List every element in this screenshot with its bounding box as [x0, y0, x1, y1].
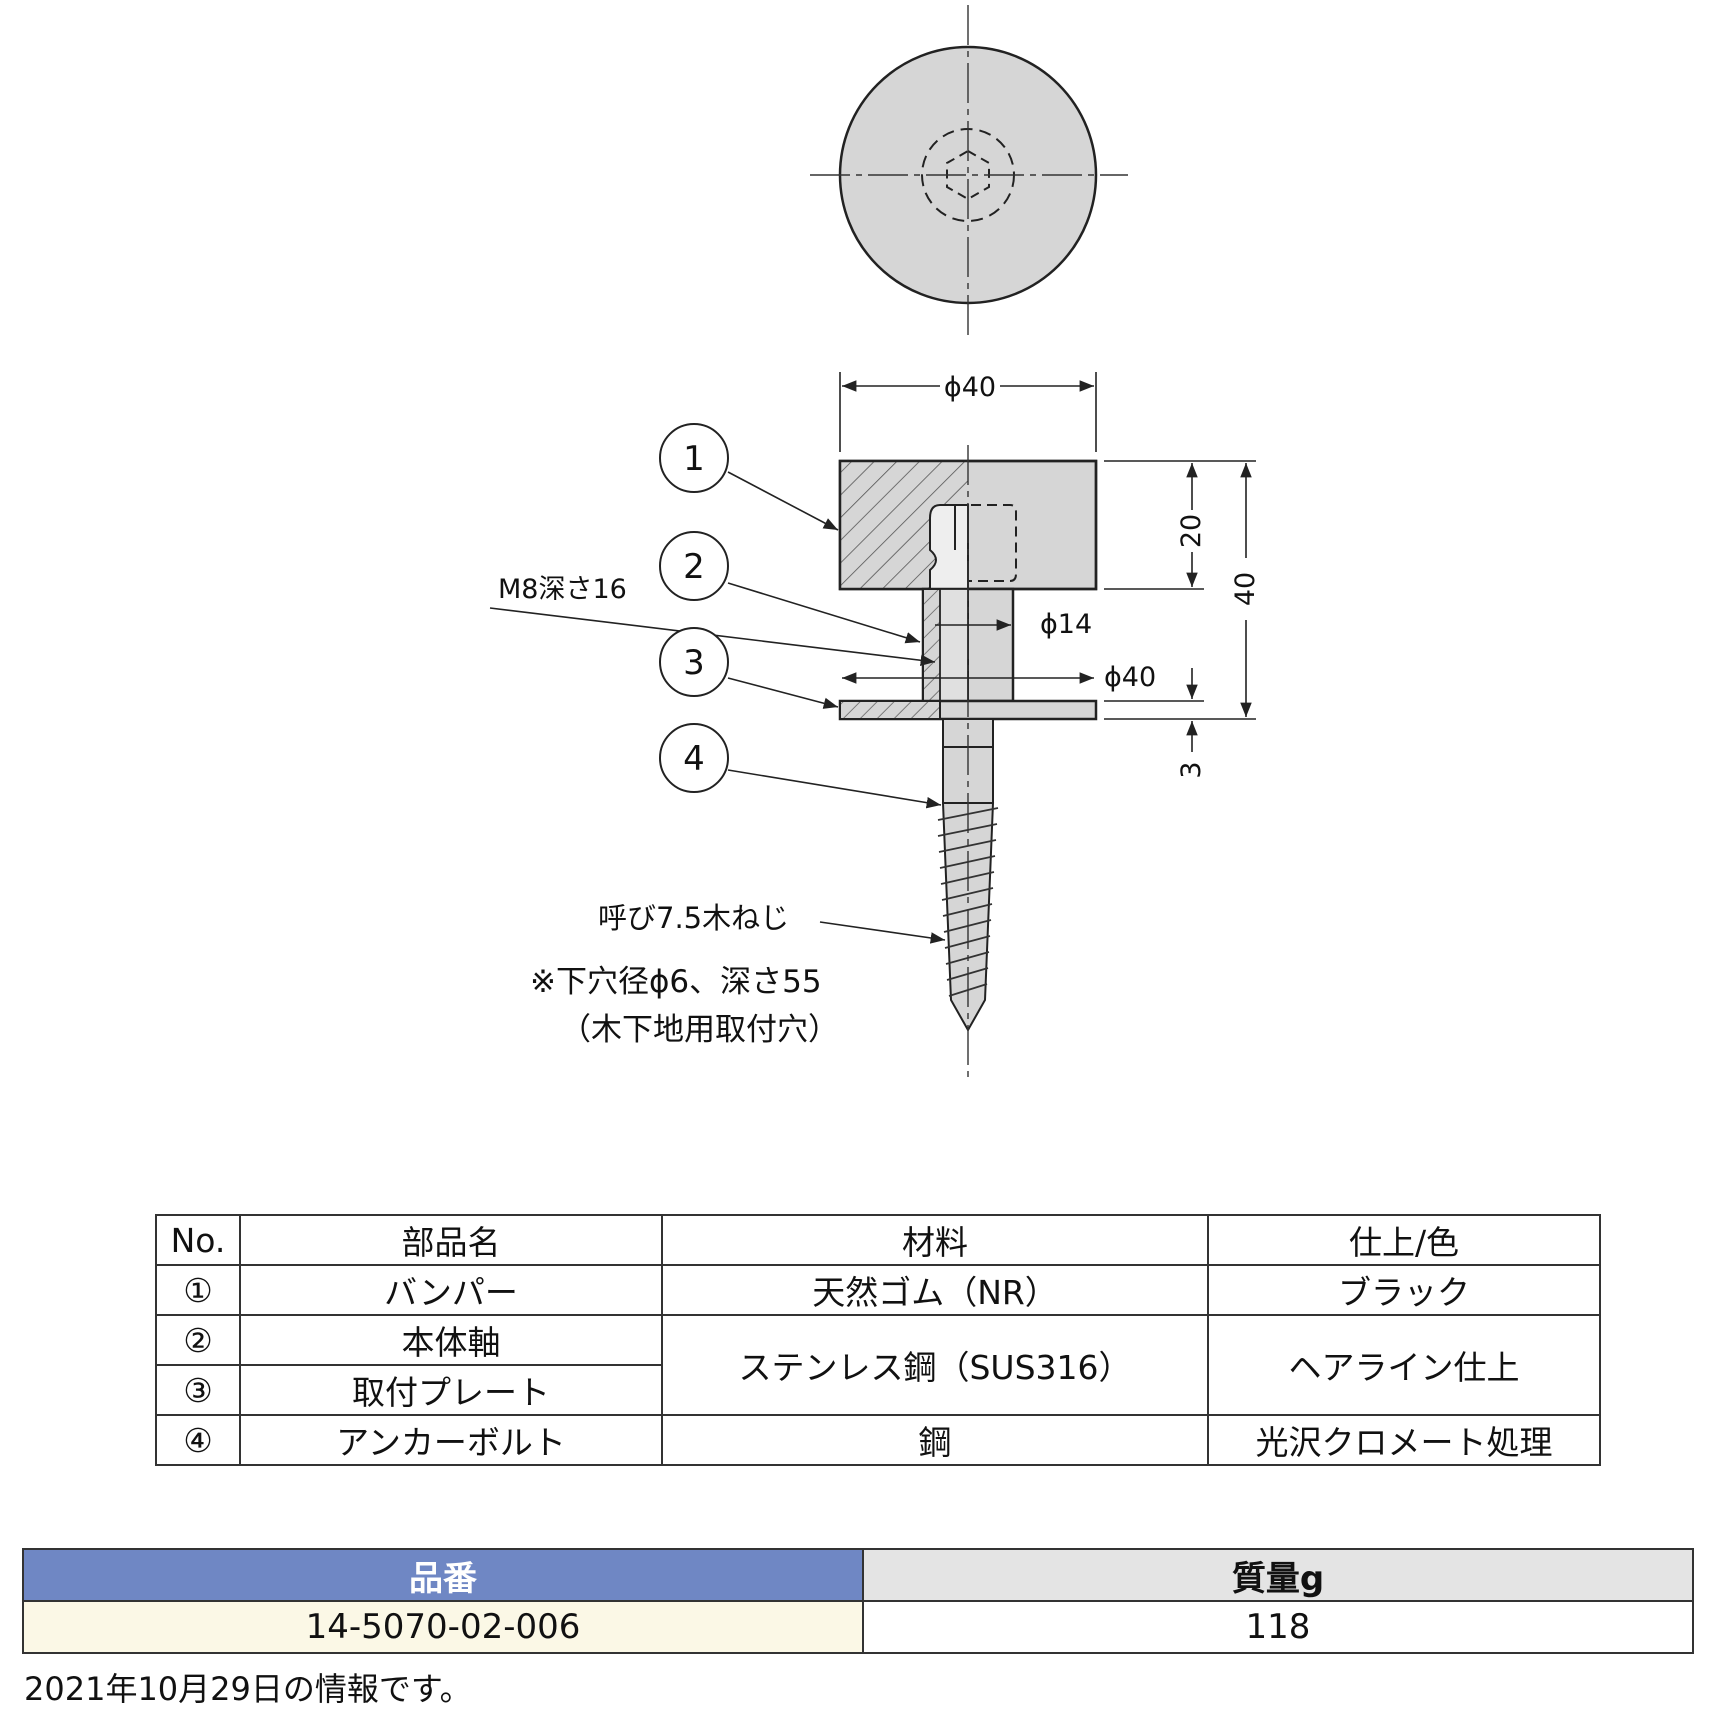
part-finish: ブラック [1207, 1264, 1601, 1316]
part-name: 取付プレート [239, 1364, 663, 1416]
table-row: 14-5070-02-006 118 [22, 1600, 1694, 1654]
note-pilot-hole-purpose: （木下地用取付穴） [560, 1012, 839, 1048]
callouts [489, 423, 946, 944]
callout-4-number: 4 [683, 739, 705, 779]
part-material: 鋼 [661, 1414, 1209, 1466]
spec-header-row: 品番 質量g [22, 1548, 1694, 1602]
header-mass: 質量g [862, 1548, 1694, 1602]
part-material: ステンレス鋼（SUS316） [661, 1314, 1209, 1416]
dim-plate-thickness: 3 [1176, 761, 1207, 778]
part-finish: 光沢クロメート処理 [1207, 1414, 1601, 1466]
drawing-labels: 1 2 3 4 ϕ40 ϕ14 ϕ40 20 40 3 M8深さ16 呼び7.5… [498, 372, 1261, 1048]
callout-3-number: 3 [683, 643, 705, 683]
callout-2 [659, 531, 729, 601]
parts-header-row: No. 部品名 材料 仕上/色 [155, 1214, 1601, 1266]
part-material: 天然ゴム（NR） [661, 1264, 1209, 1316]
technical-drawing: 1 2 3 4 ϕ40 ϕ14 ϕ40 20 40 3 M8深さ16 呼び7.5… [489, 5, 1261, 1078]
header-material: 材料 [661, 1214, 1209, 1266]
part-name: 本体軸 [239, 1314, 663, 1366]
callout-1 [659, 423, 729, 493]
note-thread: M8深さ16 [498, 574, 627, 605]
callout-4 [659, 723, 729, 793]
part-name: バンパー [239, 1264, 663, 1316]
table-row: ④ アンカーボルト 鋼 光沢クロメート処理 [155, 1414, 1601, 1466]
part-no: ② [155, 1314, 241, 1366]
part-no: ③ [155, 1364, 241, 1416]
dim-shaft-diameter: ϕ14 [1040, 609, 1092, 640]
note-wood-screw: 呼び7.5木ねじ [598, 901, 789, 935]
part-name: アンカーボルト [239, 1414, 663, 1466]
part-no: ④ [155, 1414, 241, 1466]
part-no: ① [155, 1264, 241, 1316]
table-row: ① バンパー 天然ゴム（NR） ブラック [155, 1264, 1601, 1316]
note-pilot-hole: ※下穴径ϕ6、深さ55 [530, 964, 822, 1000]
callout-1-number: 1 [683, 439, 705, 479]
part-number-value: 14-5070-02-006 [22, 1600, 864, 1654]
info-date-footnote: 2021年10月29日の情報です。 [24, 1670, 472, 1708]
header-no: No. [155, 1214, 241, 1266]
callout-2-number: 2 [683, 547, 705, 587]
dim-top-diameter: ϕ40 [944, 372, 996, 403]
callout-3 [659, 627, 729, 697]
header-part-number: 品番 [22, 1548, 864, 1602]
header-part-name: 部品名 [239, 1214, 663, 1266]
parts-table: No. 部品名 材料 仕上/色 ① バンパー 天然ゴム（NR） ブラック ② 本… [155, 1214, 1601, 1466]
table-row: ③ 取付プレート [155, 1364, 1600, 1416]
dimensions [839, 372, 1256, 752]
part-finish: ヘアライン仕上 [1207, 1314, 1601, 1416]
dim-total-height: 40 [1230, 572, 1261, 606]
mass-value: 118 [862, 1600, 1694, 1654]
spec-table: 品番 質量g 14-5070-02-006 118 [22, 1548, 1694, 1654]
table-row: ② 本体軸 ステンレス鋼（SUS316） ヘアライン仕上 [155, 1314, 1601, 1416]
top-view [810, 5, 1128, 335]
dim-plate-diameter: ϕ40 [1104, 662, 1156, 693]
dim-bumper-height: 20 [1176, 514, 1207, 548]
header-finish: 仕上/色 [1207, 1214, 1601, 1266]
section-view [838, 445, 1098, 1078]
